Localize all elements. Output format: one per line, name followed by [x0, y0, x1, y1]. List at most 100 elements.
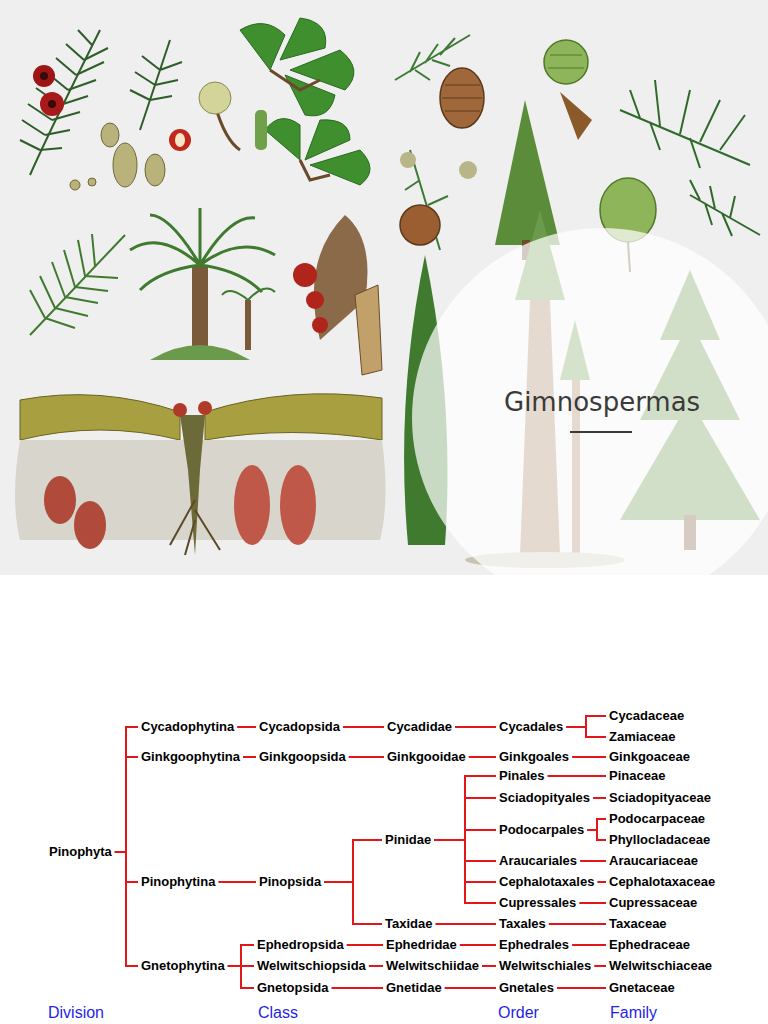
tree-connector-part — [587, 819, 606, 830]
tree-connector-part — [572, 944, 606, 946]
title-rule — [570, 431, 632, 433]
tree-connector — [115, 852, 138, 966]
yew-berries-part — [175, 133, 185, 147]
taxon-name: Welwitschiopsida — [257, 958, 366, 973]
yew-branch-part — [40, 48, 108, 150]
tree-connector — [549, 924, 606, 925]
tree-connector-part — [349, 756, 384, 758]
taxon-name: Cephalotaxaceae — [609, 874, 715, 889]
tree-connector-part — [115, 757, 138, 852]
tree-connector — [445, 988, 496, 989]
tree-connector-part — [587, 830, 606, 840]
taxon-node: Ephedraceae — [608, 937, 691, 953]
cycad-megasporophyll-part — [293, 263, 317, 287]
taxon-name: Pinophyta — [49, 844, 112, 859]
tree-connector — [347, 945, 383, 946]
taxon-node: Cupressales — [498, 895, 577, 911]
taxon-node: Cephalotaxales — [498, 874, 595, 890]
taxon-name: Cycadidae — [387, 719, 452, 734]
male-cones-part — [145, 154, 165, 186]
tree-connector-part — [434, 830, 496, 840]
tree-connector — [557, 988, 606, 989]
taxon-node: Araucariaceae — [608, 853, 699, 869]
tree-connector — [343, 727, 384, 728]
taxon-node: Cycadophytina — [140, 719, 235, 735]
ginkgo-leaves — [240, 18, 370, 185]
taxon-node: Cycadidae — [386, 719, 453, 735]
welwitschia-part — [173, 403, 187, 417]
yew-twig — [130, 40, 182, 130]
rank-label: Class — [258, 1004, 298, 1022]
tree-connector — [455, 727, 496, 728]
tree-connector — [435, 924, 496, 925]
welwitschia — [15, 394, 386, 555]
male-cones — [70, 123, 165, 190]
tree-connector-part — [324, 840, 382, 882]
male-cones-part — [113, 143, 137, 187]
taxon-name: Ephedrales — [499, 937, 569, 952]
taxon-name: Ginkgoaceae — [609, 749, 690, 764]
tree-connector-part — [115, 727, 138, 852]
taxon-node: Sciadopityales — [498, 790, 591, 806]
botanical-illustration — [0, 0, 768, 575]
taxon-name: Ephedridae — [386, 937, 457, 952]
taxon-name: Ginkgoales — [499, 749, 569, 764]
tree-connector — [597, 882, 606, 883]
cycad-megasporophyll — [293, 215, 382, 375]
taxon-name: Ginkgoophytina — [141, 749, 240, 764]
tree-connector — [218, 882, 256, 883]
taxon-node: Zamiaceae — [608, 729, 677, 745]
taxon-node: Welwitschiales — [498, 958, 592, 974]
taxon-node: Araucariales — [498, 853, 578, 869]
taxon-name: Taxaceae — [609, 916, 667, 931]
tree-connector — [115, 727, 138, 852]
taxon-node: Ginkgoales — [498, 749, 570, 765]
taxon-node: Phyllocladaceae — [608, 832, 711, 848]
taxon-name: Welwitschiales — [499, 958, 591, 973]
taxon-node: Gnetophytina — [140, 958, 226, 974]
tree-connector — [369, 966, 383, 967]
taxon-node: Ginkgoophytina — [140, 749, 241, 765]
tree-connector-part — [369, 965, 383, 967]
taxon-node: Pinophyta — [48, 844, 113, 860]
tree-connector-part — [243, 756, 256, 758]
taxon-name: Cycadales — [499, 719, 563, 734]
tree-connector-part — [572, 756, 606, 758]
ginkgo-leaves-part — [265, 119, 300, 160]
taxon-name: Cycadaceae — [609, 708, 684, 723]
taxon-name: Sciadopityaceae — [609, 790, 711, 805]
tree-connector-part — [228, 966, 254, 988]
taxon-name: Pinaceae — [609, 768, 665, 783]
pine-cones-part — [459, 161, 477, 179]
taxon-node: Cycadopsida — [258, 719, 341, 735]
tree-connector — [594, 966, 606, 967]
welwitschia-part — [74, 501, 106, 549]
taxon-name: Ginkgoopsida — [259, 749, 346, 764]
taxon-node: Taxales — [498, 916, 547, 932]
welwitschia-part — [44, 476, 76, 524]
yew-berries-part — [40, 72, 48, 80]
tree-connector-part — [580, 860, 606, 862]
cycad-megasporophyll-part — [306, 291, 324, 309]
taxon-name: Podocarpales — [499, 822, 584, 837]
taxon-name: Taxales — [499, 916, 546, 931]
tree-connector — [324, 882, 382, 924]
tree-connector-part — [579, 902, 606, 904]
taxon-name: Zamiaceae — [609, 729, 676, 744]
tree-connector — [579, 903, 606, 904]
taxon-node: Ephedropsida — [256, 937, 345, 953]
taxon-name: Taxidae — [385, 916, 432, 931]
taxon-node: Gnetaceae — [608, 980, 676, 996]
tree-connector-part — [548, 775, 606, 777]
pine-cones-part — [400, 205, 440, 245]
title-circle — [412, 228, 768, 575]
yew-berries-part — [40, 92, 64, 116]
taxon-name: Welwitschiidae — [386, 958, 479, 973]
ginkgo-stems — [215, 70, 330, 180]
ginkgo-leaves-part — [280, 18, 326, 60]
tree-connector — [349, 757, 384, 758]
tree-connector-part — [237, 726, 256, 728]
cycad-frond — [30, 234, 125, 335]
